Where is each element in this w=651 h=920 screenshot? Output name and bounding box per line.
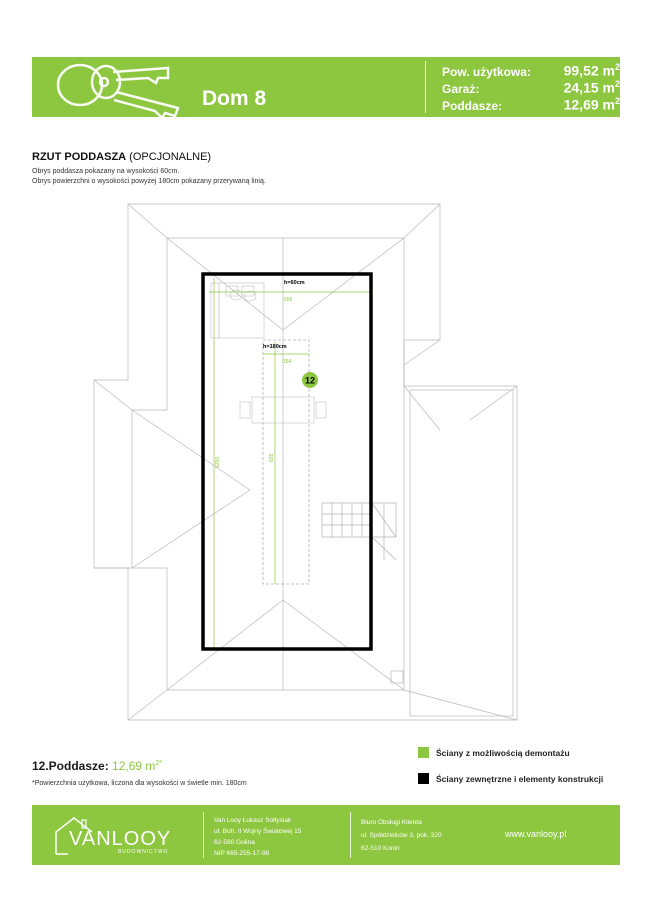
- office-line-2: ul. Spółdzielców 3, pok. 320: [361, 832, 442, 839]
- company-line-4: NIP 665-255-17-98: [214, 850, 270, 857]
- stat-value-attic: 12,69 m2: [563, 96, 620, 113]
- dimension-1256: 1256: [215, 457, 221, 468]
- footer-divider-1: [203, 812, 204, 858]
- house-logo-icon: [55, 817, 93, 855]
- header-bar: [32, 57, 620, 117]
- room-summary: 12.Poddasze: 12,69 m2*: [32, 759, 163, 773]
- header-divider: [425, 61, 426, 113]
- website-link[interactable]: www.vanlooy.pl: [505, 829, 567, 839]
- stat-value-usable: 99,52 m2: [563, 62, 620, 79]
- roof-outline: [93, 203, 518, 721]
- height-60-label: h=60cm: [284, 280, 305, 286]
- plan-description-2: Obrys powierzchni o wysokości powyżej 18…: [32, 178, 266, 185]
- room-number-badge: [302, 372, 318, 388]
- stat-value-garage: 24,15 m2: [563, 79, 620, 96]
- stat-label-attic: Poddasze:: [442, 99, 503, 113]
- stairs: [321, 502, 397, 561]
- area-footnote: *Powierzchnia użytkowa, liczona dla wyso…: [32, 780, 247, 787]
- stat-label-garage: Garaż:: [442, 82, 480, 96]
- dimension-154: 154: [283, 359, 292, 365]
- office-line-3: 62-510 Konin: [361, 845, 400, 852]
- footer-bar: [32, 805, 620, 865]
- company-line-1: Van Looy Łukasz Sołtysiak: [214, 817, 292, 824]
- attic-walls: [201, 272, 373, 651]
- room-number: 12: [305, 376, 315, 386]
- page-title: Dom 8: [202, 87, 267, 110]
- legend-label-structural: Ściany zewnętrzne i elementy konstrukcji: [436, 774, 604, 784]
- dimension-lines: [209, 278, 370, 648]
- furniture: [210, 282, 327, 424]
- keys-icon: [56, 63, 180, 121]
- company-line-3: 62-590 Golina: [214, 839, 255, 846]
- dimension-556: 556: [284, 297, 293, 303]
- height-180-outline: [262, 339, 310, 585]
- dimension-828: 828: [269, 453, 275, 462]
- plan-description-1: Obrys poddasza pokazany na wysokości 60c…: [32, 168, 180, 175]
- legend-swatch-structural: [418, 773, 429, 784]
- company-line-2: ul. Boh. II Wojny Światowej 15: [214, 828, 302, 835]
- legend-label-removable: Ściany z możliwością demontażu: [436, 748, 570, 758]
- plan-title: RZUT PODDASZA (OPCJONALNE): [32, 151, 212, 163]
- brand-subtitle: BUDOWNICTWO: [118, 849, 169, 855]
- height-180-label: h=180cm: [263, 344, 287, 350]
- footer-divider-2: [350, 812, 351, 858]
- brand-name: VANLOOY: [69, 828, 172, 850]
- legend-swatch-removable: [418, 747, 429, 758]
- stat-label-usable: Pow. użytkowa:: [442, 65, 531, 79]
- office-line-1: Biuro Obsługi Klienta: [361, 819, 422, 826]
